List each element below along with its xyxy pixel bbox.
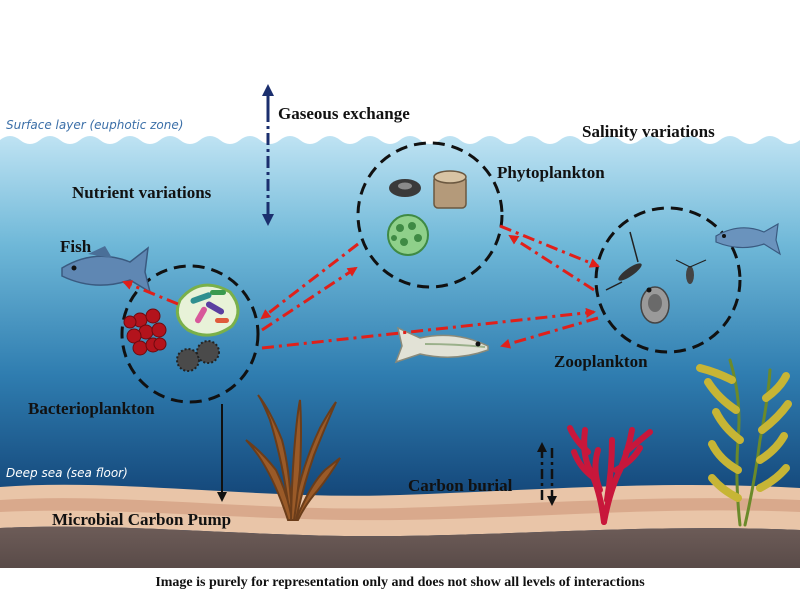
daphnia-icon	[640, 286, 670, 324]
phyto-to-bacterio-arrow	[260, 242, 359, 320]
red-cocci-cluster-icon	[123, 308, 167, 356]
bacterio-to-fish-arrow	[122, 280, 179, 306]
fish-right-icon	[715, 222, 782, 256]
phyto-to-zoo-arrow	[499, 224, 600, 268]
microbial-carbon-pump-label: Microbial Carbon Pump	[52, 510, 232, 529]
zoo-to-phyto-arrow	[508, 234, 595, 292]
interaction-arrows	[122, 224, 600, 350]
arrow-up-icon	[262, 84, 274, 96]
fish-left-icon	[61, 246, 152, 294]
bacterio-to-zoo-arrow	[261, 307, 596, 350]
zoo-to-fish-arrow	[500, 316, 599, 349]
zooplankton-label: Zooplankton	[554, 352, 648, 371]
zooplankton-circle	[594, 206, 742, 354]
bacterio-to-phyto-arrow	[261, 266, 358, 332]
brown-kelp-icon	[245, 394, 341, 521]
nutrient-variations-label: Nutrient variations	[72, 183, 212, 202]
green-alga-icon	[387, 214, 429, 256]
salinity-variations-label: Salinity variations	[582, 122, 715, 141]
surface-layer-label: Surface layer (euphotic zone)	[6, 118, 184, 132]
small-copepod-icon	[675, 259, 707, 284]
phytoplankton-label: Phytoplankton	[497, 163, 605, 182]
arrow-down-icon	[262, 214, 274, 226]
fish-center-icon	[394, 326, 489, 364]
disclaimer-caption: Image is purely for representation only …	[155, 575, 645, 590]
caption-background	[0, 568, 800, 600]
red-coral-icon	[567, 425, 653, 525]
carbon-burial-label: Carbon burial	[408, 476, 513, 495]
green-kelp-icon	[696, 358, 792, 527]
diatom-ring-icon	[389, 179, 421, 197]
diatom-cylinder-icon	[433, 170, 467, 209]
phytoplankton-circle	[356, 141, 504, 289]
bacteria-biofilm-icon	[175, 283, 240, 337]
bacterioplankton-circle	[120, 264, 260, 404]
copepod-icon	[605, 231, 642, 291]
fish-label: Fish	[60, 237, 92, 256]
bacterioplankton-label: Bacterioplankton	[28, 399, 155, 418]
spiky-bacteria-icon	[176, 340, 220, 372]
deep-sea-label: Deep sea (sea floor)	[6, 466, 128, 480]
gaseous-exchange-label: Gaseous exchange	[278, 104, 410, 123]
